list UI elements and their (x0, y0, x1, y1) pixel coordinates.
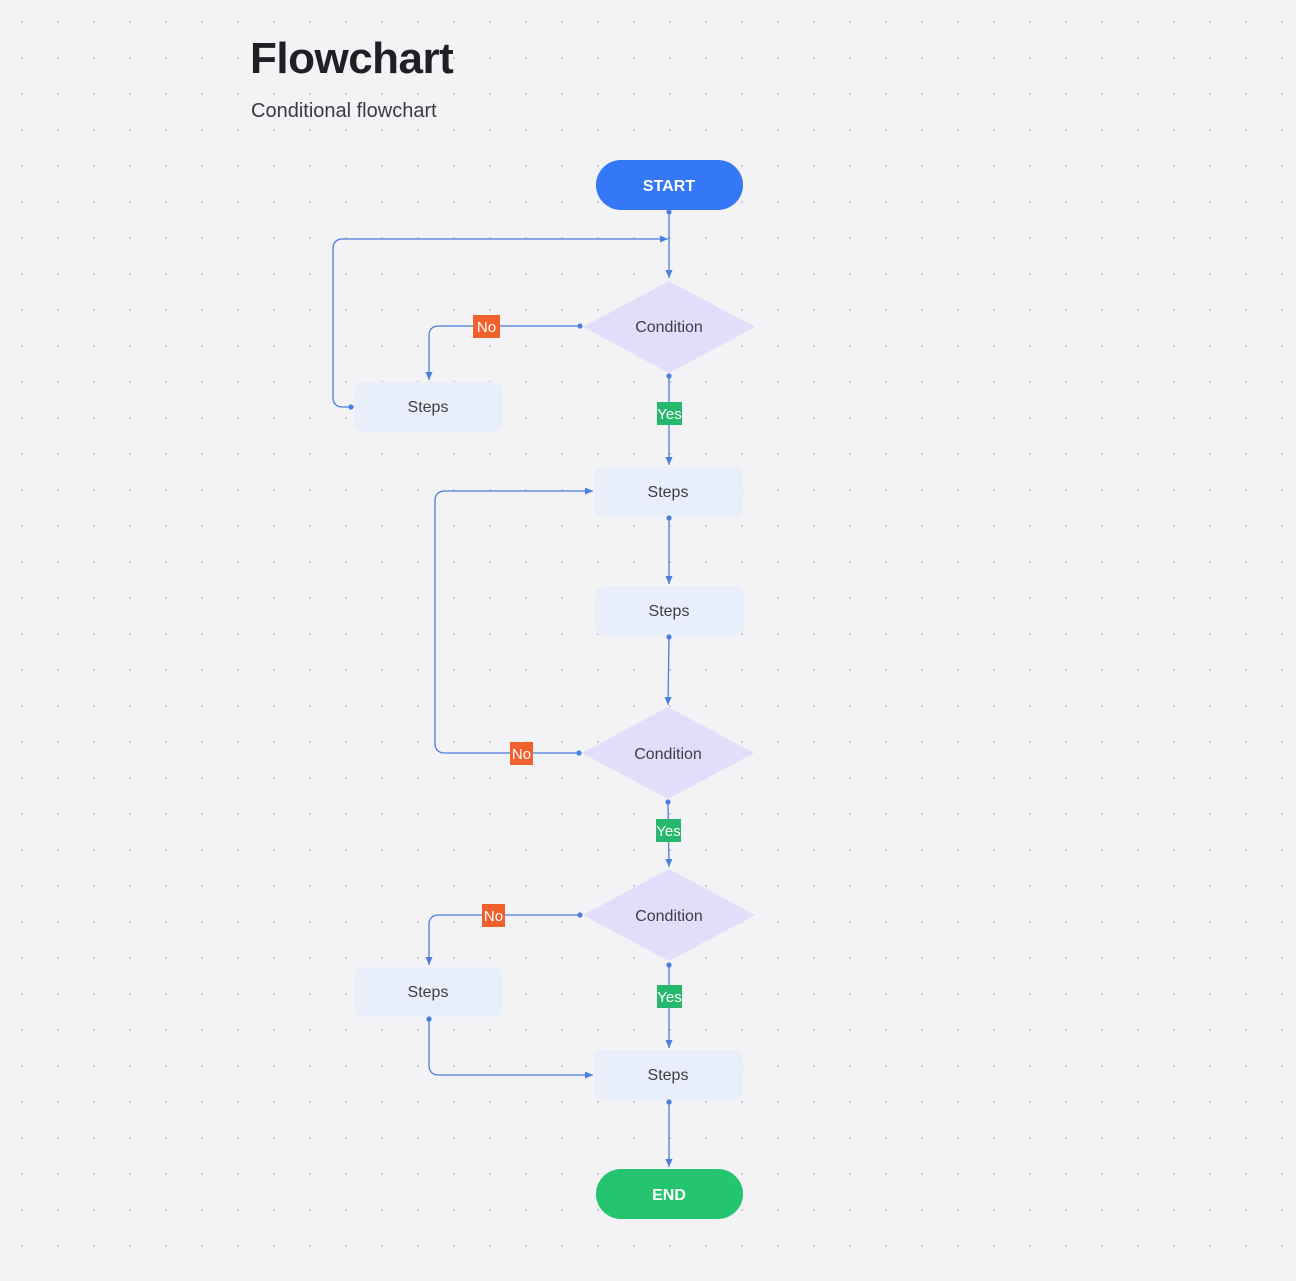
condition-node-2[interactable]: Condition (582, 707, 754, 799)
edge-branch-3-to-step-3[interactable] (428, 1019, 593, 1079)
edge-label-c1-no: No (473, 315, 500, 338)
end-node-label: END (652, 1187, 686, 1204)
step-node-loop-1-label: Steps (408, 399, 449, 416)
step-node-1-label: Steps (648, 484, 689, 501)
step-node-1[interactable]: Steps (594, 467, 743, 517)
start-node[interactable]: START (596, 160, 743, 210)
condition-node-3[interactable]: Condition (583, 869, 755, 961)
edge-label-c3-yes: Yes (657, 985, 682, 1008)
condition-node-3-label: Condition (635, 908, 703, 925)
svg-text:No: No (484, 908, 503, 925)
step-node-3-label: Steps (648, 1067, 689, 1084)
step-node-2-label: Steps (649, 603, 690, 620)
edge-label-c2-no: No (510, 742, 533, 765)
edge-loop-1-back[interactable] (332, 235, 668, 408)
edge-condition-1-no[interactable] (425, 325, 580, 380)
page-subtitle: Conditional flowchart (251, 100, 437, 122)
edge-step-2-to-condition-2[interactable] (664, 636, 672, 706)
page-title: Flowchart (250, 34, 454, 83)
step-node-3[interactable]: Steps (594, 1050, 743, 1100)
condition-node-2-label: Condition (634, 746, 702, 763)
svg-text:Yes: Yes (656, 823, 680, 840)
step-node-branch-3[interactable]: Steps (354, 967, 503, 1017)
step-node-loop-1[interactable]: Steps (354, 382, 503, 432)
edge-label-c2-yes: Yes (656, 819, 681, 842)
step-node-2[interactable]: Steps (595, 586, 744, 636)
edge-label-c3-no: No (482, 904, 505, 927)
connection-dots (348, 209, 672, 1105)
end-node[interactable]: END (596, 1169, 743, 1219)
edge-condition-3-no[interactable] (425, 914, 580, 965)
condition-node-1[interactable]: Condition (583, 281, 755, 373)
svg-text:No: No (512, 746, 531, 763)
step-node-branch-3-label: Steps (408, 984, 449, 1001)
edge-label-c1-yes: Yes (657, 402, 682, 425)
condition-node-1-label: Condition (635, 319, 703, 336)
svg-text:No: No (477, 319, 496, 336)
edge-condition-2-no[interactable] (434, 487, 593, 754)
svg-text:Yes: Yes (657, 406, 681, 423)
svg-text:Yes: Yes (657, 989, 681, 1006)
start-node-label: START (643, 178, 695, 195)
